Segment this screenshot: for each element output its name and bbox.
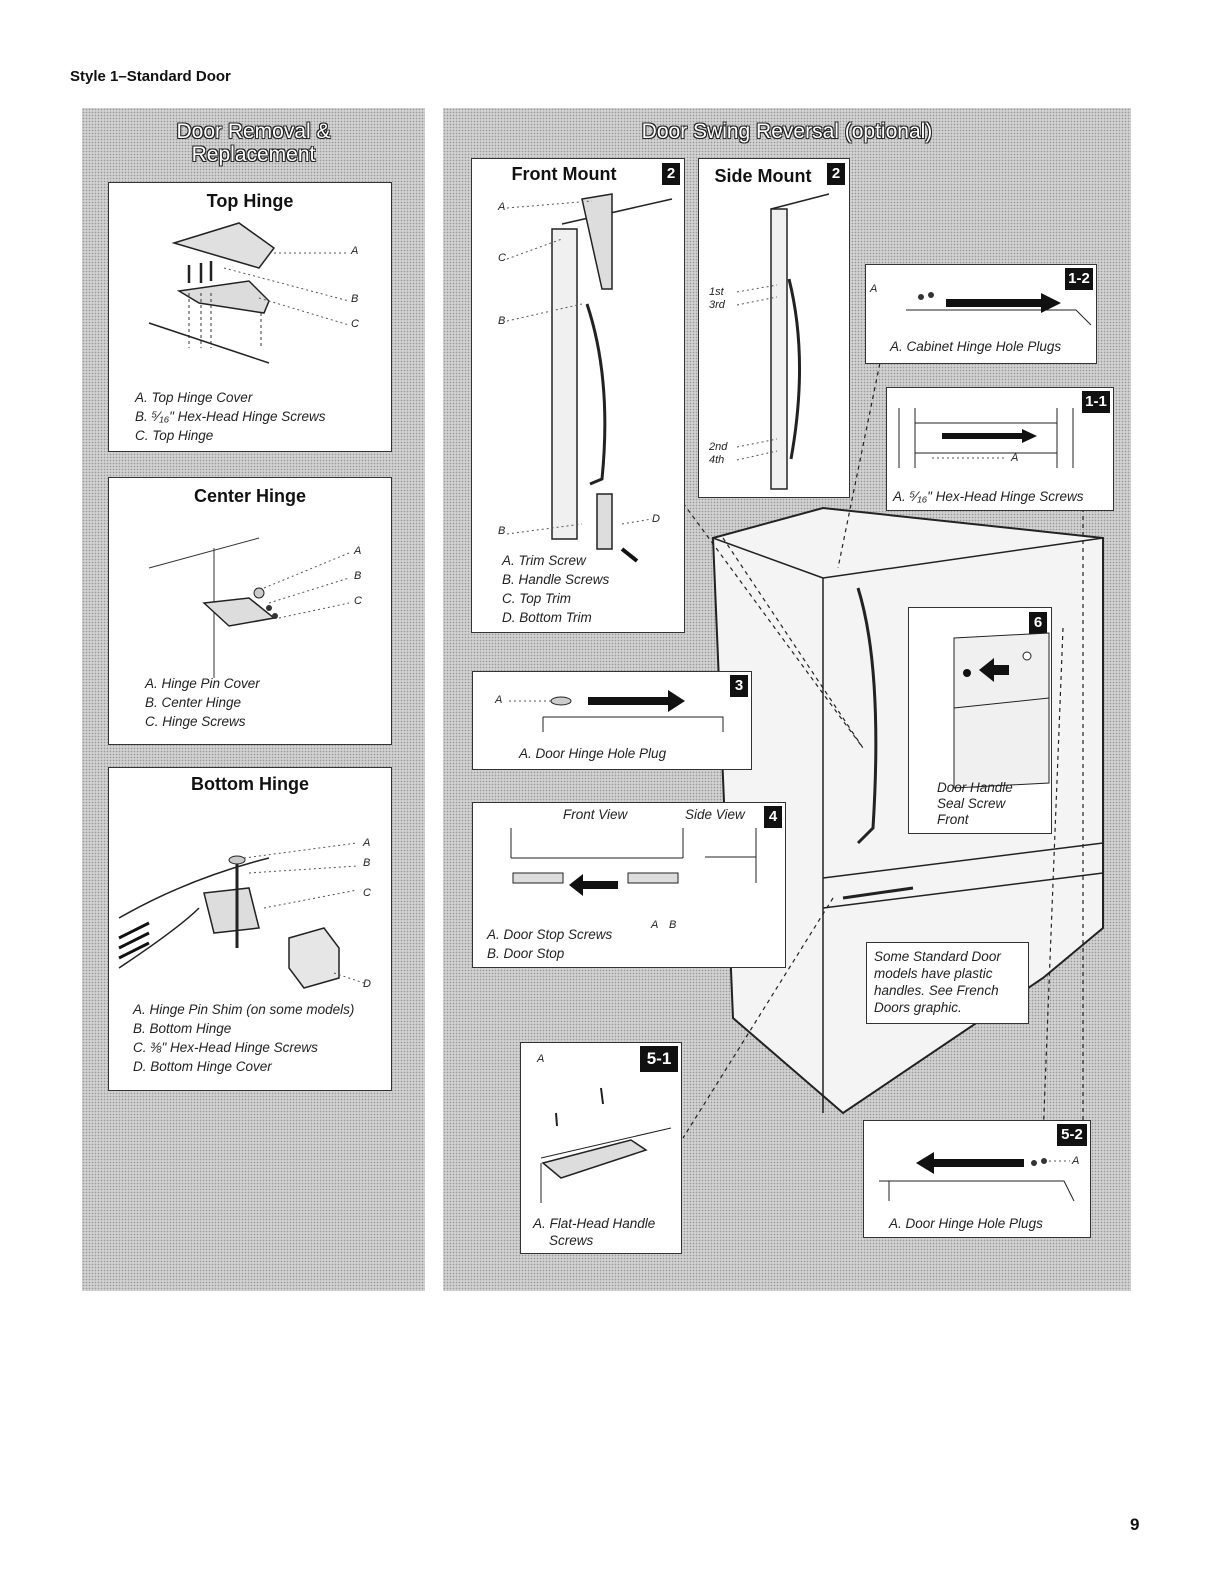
bottom-hinge-captions: A. Hinge Pin Shim (on some models) B. Bo…: [133, 1002, 355, 1074]
bottom-hinge-illustration: [118, 842, 365, 989]
step-1-2-callout-a: A: [870, 283, 878, 295]
center-hinge-title: Center Hinge: [193, 486, 307, 506]
plastic-handles-note: Some Standard Door models have plastic h…: [866, 942, 1029, 1024]
step-1-1-callout-a: A: [1011, 452, 1019, 464]
top-hinge-captions: A. Top Hinge Cover B. ⁵⁄₁₆" Hex-Head Hin…: [135, 390, 326, 443]
step-5-1-badge: 5-1: [640, 1046, 678, 1072]
side-mount-title: Side Mount: [714, 166, 812, 186]
top-hinge-callout-a: A: [351, 245, 359, 257]
top-hinge-box: Top Hinge A B C A. Top Hinge Cover B. ⁵⁄…: [108, 182, 392, 452]
step-3-badge: 3: [730, 675, 748, 697]
step-1-2-illustration: [906, 292, 1092, 326]
step-1-2-caption: A. Cabinet Hinge Hole Plugs: [890, 339, 1062, 354]
front-mount-callout-c: C: [498, 252, 506, 264]
step-4-captions: A. Door Stop Screws B. Door Stop: [487, 927, 613, 961]
step-5-1-box: 5-1 A A. Flat-Head Handle Screws: [520, 1042, 682, 1254]
side-mount-order-1st: 1st: [709, 286, 724, 298]
top-hinge-callout-b: B: [351, 293, 359, 305]
step-3-caption: A. Door Hinge Hole Plug: [519, 746, 667, 761]
front-mount-callout-a: A: [498, 201, 506, 213]
bottom-hinge-box: Bottom Hinge A B C D A. Hinge Pin Shim (…: [108, 767, 392, 1091]
front-mount-illustration: [506, 193, 673, 563]
front-mount-title: Front Mount: [511, 164, 617, 184]
step-3-box: 3 A A. Door Hinge Hole Plug: [472, 671, 752, 770]
step-1-1-illustration: [898, 408, 1074, 468]
step-6-caption: Door Handle Seal Screw Front: [937, 780, 1013, 827]
bottom-hinge-callout-b: B: [363, 857, 371, 869]
side-mount-order-2nd: 2nd: [709, 441, 728, 453]
step-6-badge: 6: [1029, 612, 1047, 634]
step-4-front-view-label: Front View: [563, 807, 628, 822]
step-3-illustration: [509, 690, 724, 732]
center-hinge-captions: A. Hinge Pin Cover B. Center Hinge C. Hi…: [145, 676, 260, 729]
bottom-hinge-callout-c: C: [363, 887, 371, 899]
top-hinge-illustration: [148, 222, 350, 364]
front-mount-captions: A. Trim Screw B. Handle Screws C. Top Tr…: [502, 553, 610, 625]
side-mount-order-3rd: 3rd: [709, 299, 725, 311]
front-mount-callout-d: D: [652, 513, 660, 525]
center-hinge-callout-a: A: [354, 545, 362, 557]
bottom-hinge-callout-d: D: [363, 978, 371, 990]
step-5-2-caption: A. Door Hinge Hole Plugs: [889, 1216, 1043, 1231]
side-mount-order-4th: 4th: [709, 454, 725, 466]
step-4-illustration: [510, 828, 757, 896]
step-5-2-callout-a: A: [1072, 1155, 1080, 1167]
step-1-2-badge: 1-2: [1065, 268, 1093, 290]
door-removal-title: Door Removal & Replacement: [176, 120, 331, 166]
step-1-1-box: 1-1 A A. ⁵⁄₁₆" Hex-Head Hinge Screws: [886, 387, 1114, 511]
step-6-illustration: [953, 632, 1050, 789]
note-text: Some Standard Door models have plastic h…: [874, 949, 1001, 1015]
side-mount-step-badge: 2: [827, 163, 845, 185]
step-1-1-caption: A. ⁵⁄₁₆" Hex-Head Hinge Screws: [893, 489, 1084, 504]
side-mount-illustration: [736, 193, 830, 490]
step-6-box: 6 Door Handle Seal Screw Front: [908, 607, 1052, 834]
center-hinge-callout-b: B: [354, 570, 362, 582]
step-5-2-illustration: [879, 1152, 1075, 1202]
step-4-box: 4 Front View Side View A B A. Door Stop …: [472, 802, 786, 968]
front-mount-box: Front Mount 2 A C B B D A. Trim Screw B.…: [471, 158, 685, 633]
step-5-1-caption: A. Flat-Head Handle Screws: [533, 1216, 656, 1248]
step-1-2-box: 1-2 A A. Cabinet Hinge Hole Plugs: [865, 264, 1097, 364]
door-swing-reversal-title: Door Swing Reversal (optional): [641, 120, 933, 143]
step-5-1-callout-a: A: [537, 1053, 545, 1065]
page-number: 9: [1130, 1515, 1140, 1534]
center-hinge-box: Center Hinge A B C A. Hinge Pin Cover B.…: [108, 477, 392, 745]
bottom-hinge-callout-a: A: [363, 837, 371, 849]
center-hinge-callout-c: C: [354, 595, 362, 607]
front-mount-callout-b: B: [498, 315, 506, 327]
step-1-1-badge: 1-1: [1082, 391, 1110, 413]
step-3-callout-a: A: [495, 694, 503, 706]
step-4-side-view-label: Side View: [685, 807, 745, 822]
front-mount-callout-b2: B: [498, 525, 506, 537]
top-hinge-title: Top Hinge: [206, 191, 294, 211]
step-5-1-illustration: [540, 1087, 672, 1203]
top-hinge-callout-c: C: [351, 318, 359, 330]
center-hinge-illustration: [148, 537, 350, 678]
step-4-callout-b: B: [669, 919, 677, 931]
step-4-callout-a: A: [651, 919, 659, 931]
step-5-2-badge: 5-2: [1057, 1124, 1087, 1146]
step-5-2-box: 5-2 A A. Door Hinge Hole Plugs: [863, 1120, 1091, 1238]
front-mount-step-badge: 2: [662, 163, 680, 185]
side-mount-box: Side Mount 2 1st 3rd 2nd 4th: [698, 158, 850, 498]
style-heading: Style 1–Standard Door: [70, 68, 231, 85]
step-4-badge: 4: [764, 806, 782, 828]
bottom-hinge-title: Bottom Hinge: [191, 774, 309, 794]
